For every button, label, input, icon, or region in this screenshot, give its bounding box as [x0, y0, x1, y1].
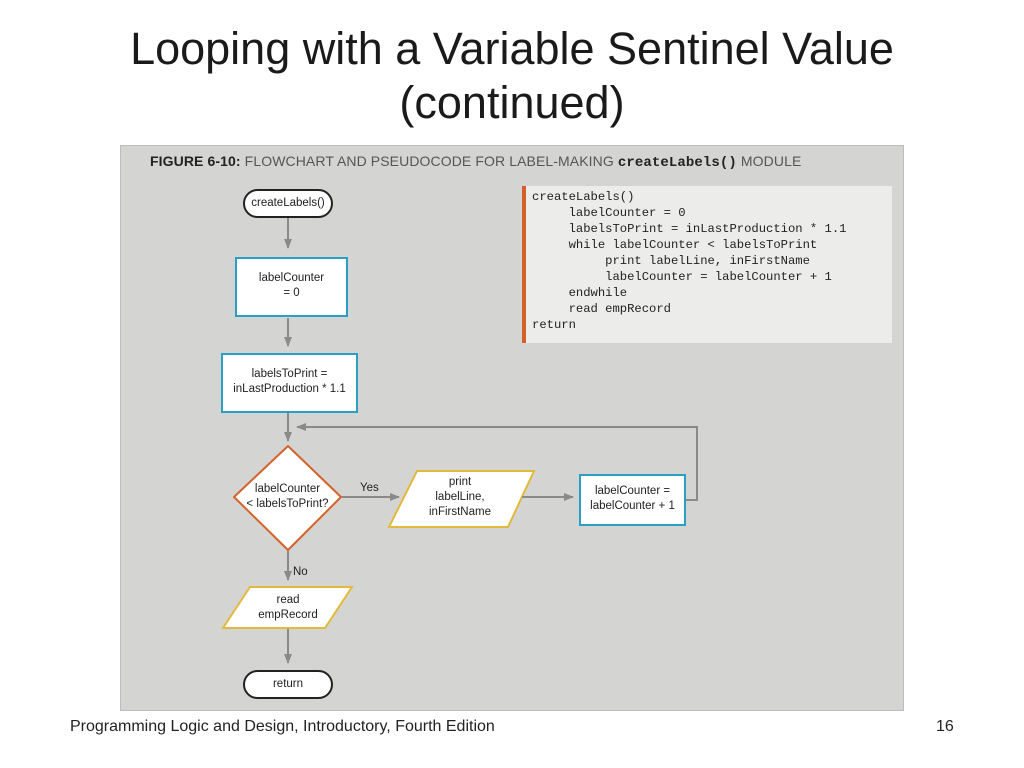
pseudocode-line: labelCounter = labelCounter + 1 — [532, 270, 832, 284]
init-process-line-2: = 0 — [283, 287, 300, 299]
arrow-loop-back — [296, 423, 698, 501]
print-io-line-2: labelLine, — [435, 491, 485, 503]
start-terminal-label: createLabels() — [251, 197, 325, 209]
footer-text: Programming Logic and Design, Introducto… — [70, 718, 495, 735]
end-terminal-label: return — [272, 678, 304, 690]
decision-line-1: labelCounter — [254, 483, 321, 495]
compute-process-line-2: inLastProduction * 1.1 — [233, 383, 346, 395]
read-io-text: read empRecord — [236, 593, 340, 623]
init-process-shape — [235, 257, 348, 317]
increment-process-line-1: labelCounter = — [594, 485, 671, 497]
start-terminal-shape — [243, 189, 333, 218]
figure-caption-suffix: MODULE — [740, 153, 802, 169]
page-number: 16 — [936, 718, 954, 735]
print-io-text: print labelLine, inFirstName — [400, 475, 520, 520]
pseudocode-line: createLabels() — [532, 190, 635, 204]
slide-title: Looping with a Variable Sentinel Value (… — [0, 22, 1024, 130]
figure-number: FIGURE 6-10: — [150, 153, 241, 169]
init-process-text: labelCounter = 0 — [236, 271, 347, 301]
figure-caption: FIGURE 6-10: FLOWCHART AND PSEUDOCODE FO… — [150, 153, 801, 171]
pseudocode-line: labelsToPrint = inLastProduction * 1.1 — [532, 222, 847, 236]
title-line-2: (continued) — [399, 77, 625, 128]
figure-caption-code: createLabels() — [617, 155, 737, 171]
increment-process-text: labelCounter = labelCounter + 1 — [580, 484, 685, 514]
print-io-shape — [387, 470, 536, 528]
decision-text: labelCounter < labelsToPrint? — [234, 482, 341, 512]
increment-process-shape — [579, 474, 686, 526]
pseudocode-line: endwhile — [532, 286, 628, 300]
read-io-shape — [221, 586, 354, 629]
figure-caption-text: FLOWCHART AND PSEUDOCODE FOR LABEL-MAKIN… — [244, 153, 614, 169]
no-branch-label: No — [293, 566, 308, 578]
compute-process-text: labelsToPrint = inLastProduction * 1.1 — [222, 367, 357, 397]
read-io-line-2: empRecord — [258, 609, 318, 621]
print-io-line-1: print — [448, 476, 472, 488]
decision-diamond-shape — [233, 445, 342, 551]
init-process-line-1: labelCounter — [258, 272, 325, 284]
pseudocode-line: while labelCounter < labelsToPrint — [532, 238, 818, 252]
pseudocode-box — [522, 186, 892, 343]
title-line-1: Looping with a Variable Sentinel Value — [130, 23, 894, 74]
read-io-line-1: read — [276, 594, 300, 606]
pseudocode-line: labelCounter = 0 — [532, 206, 686, 220]
decision-line-2: < labelsToPrint? — [246, 498, 329, 510]
end-terminal-shape — [243, 670, 333, 699]
compute-process-line-1: labelsToPrint = — [251, 368, 328, 380]
pseudocode-line: read empRecord — [532, 302, 671, 316]
yes-branch-label: Yes — [360, 482, 379, 494]
compute-process-shape — [221, 353, 358, 413]
pseudocode-line: print labelLine, inFirstName — [532, 254, 810, 268]
increment-process-line-2: labelCounter + 1 — [590, 500, 675, 512]
print-io-line-3: inFirstName — [429, 506, 491, 518]
pseudocode-line: return — [532, 318, 576, 332]
